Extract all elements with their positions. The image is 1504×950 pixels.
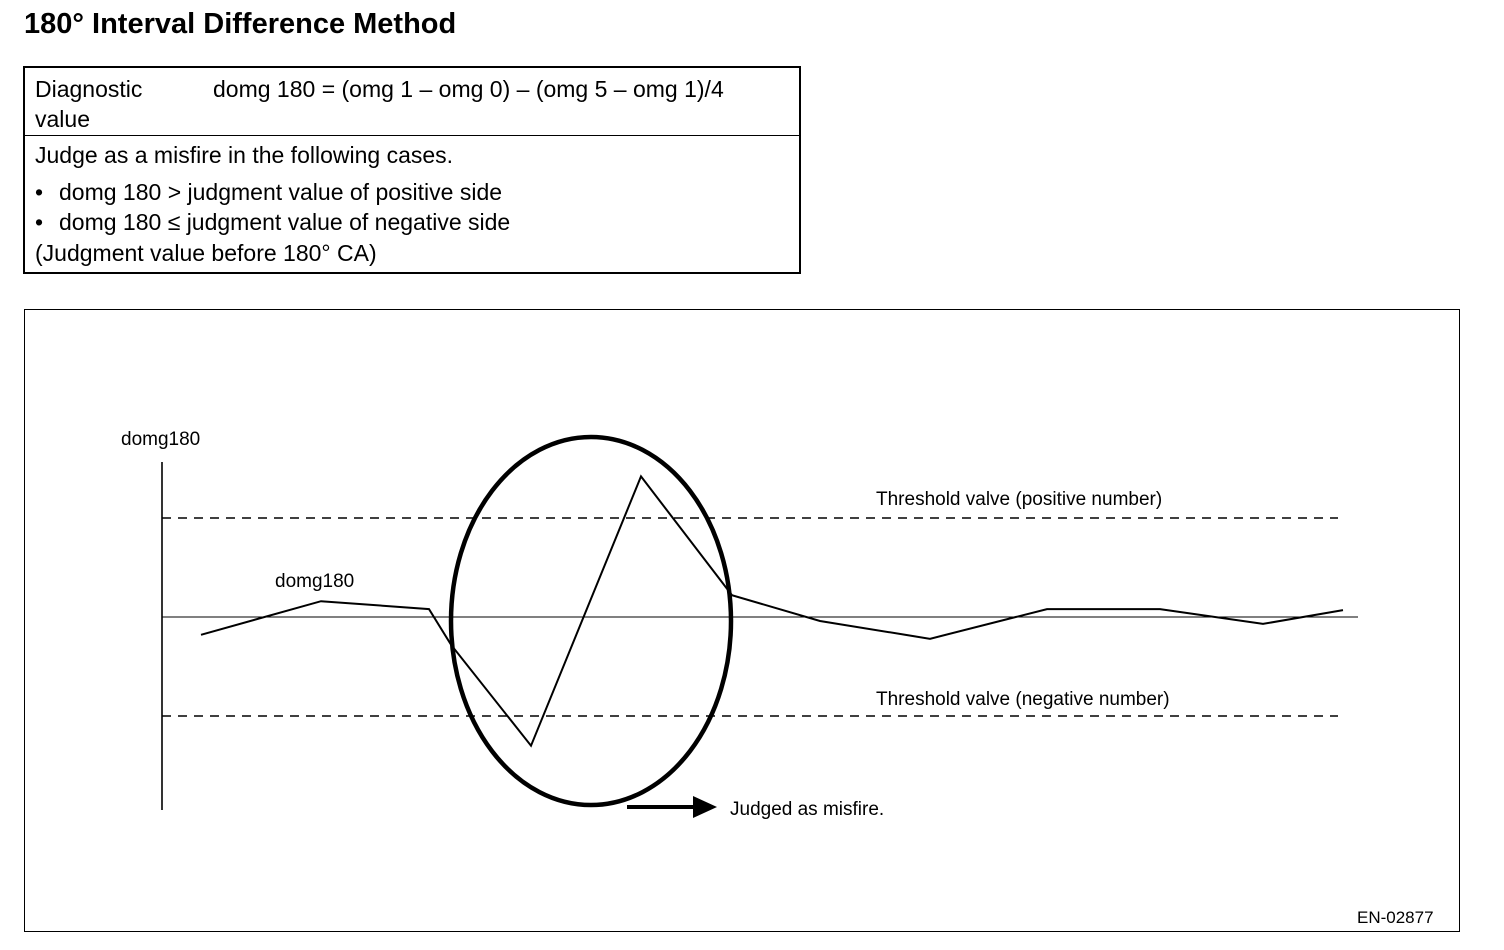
diagram-frame: domg180 domg180 Threshold valve (positiv… <box>24 309 1460 932</box>
signal-label: domg180 <box>275 571 354 592</box>
misfire-diagram: domg180 domg180 Threshold valve (positiv… <box>121 429 1434 927</box>
misfire-label: Judged as misfire. <box>730 799 884 820</box>
judgment-intro: Judge as a misfire in the following case… <box>35 142 454 168</box>
diagnostic-formula: domg 180 = (omg 1 – omg 0) – (omg 5 – om… <box>213 76 724 102</box>
criteria-table: Diagnostic value domg 180 = (omg 1 – omg… <box>23 66 801 274</box>
figure-code: EN-02877 <box>1357 908 1434 927</box>
misfire-arrow-icon <box>693 796 717 818</box>
misfire-highlight-ellipse <box>448 434 734 808</box>
y-axis-label: domg180 <box>121 429 200 450</box>
domg180-signal-line <box>200 474 1344 748</box>
page-title: 180° Interval Difference Method <box>24 8 457 40</box>
judgment-bullet-positive: • domg 180 > judgment value of positive s… <box>35 177 502 207</box>
threshold-negative-label: Threshold valve (negative number) <box>876 689 1170 710</box>
diagnostic-value-label: Diagnostic value <box>35 76 143 132</box>
bullet-dot: • <box>35 209 44 235</box>
judgment-criteria-row: Judge as a misfire in the following case… <box>25 136 799 272</box>
diagnostic-value-row: Diagnostic value domg 180 = (omg 1 – omg… <box>25 68 799 136</box>
bullet-text: domg 180 > judgment value of positive si… <box>59 179 503 205</box>
bullet-text: domg 180 ≤ judgment value of negative si… <box>59 209 511 235</box>
threshold-positive-label: Threshold valve (positive number) <box>876 489 1162 510</box>
bullet-dot: • <box>35 179 44 205</box>
judgment-bullet-negative: • domg 180 ≤ judgment value of negative s… <box>35 207 510 237</box>
judgment-note: (Judgment value before 180° CA) <box>35 240 377 266</box>
